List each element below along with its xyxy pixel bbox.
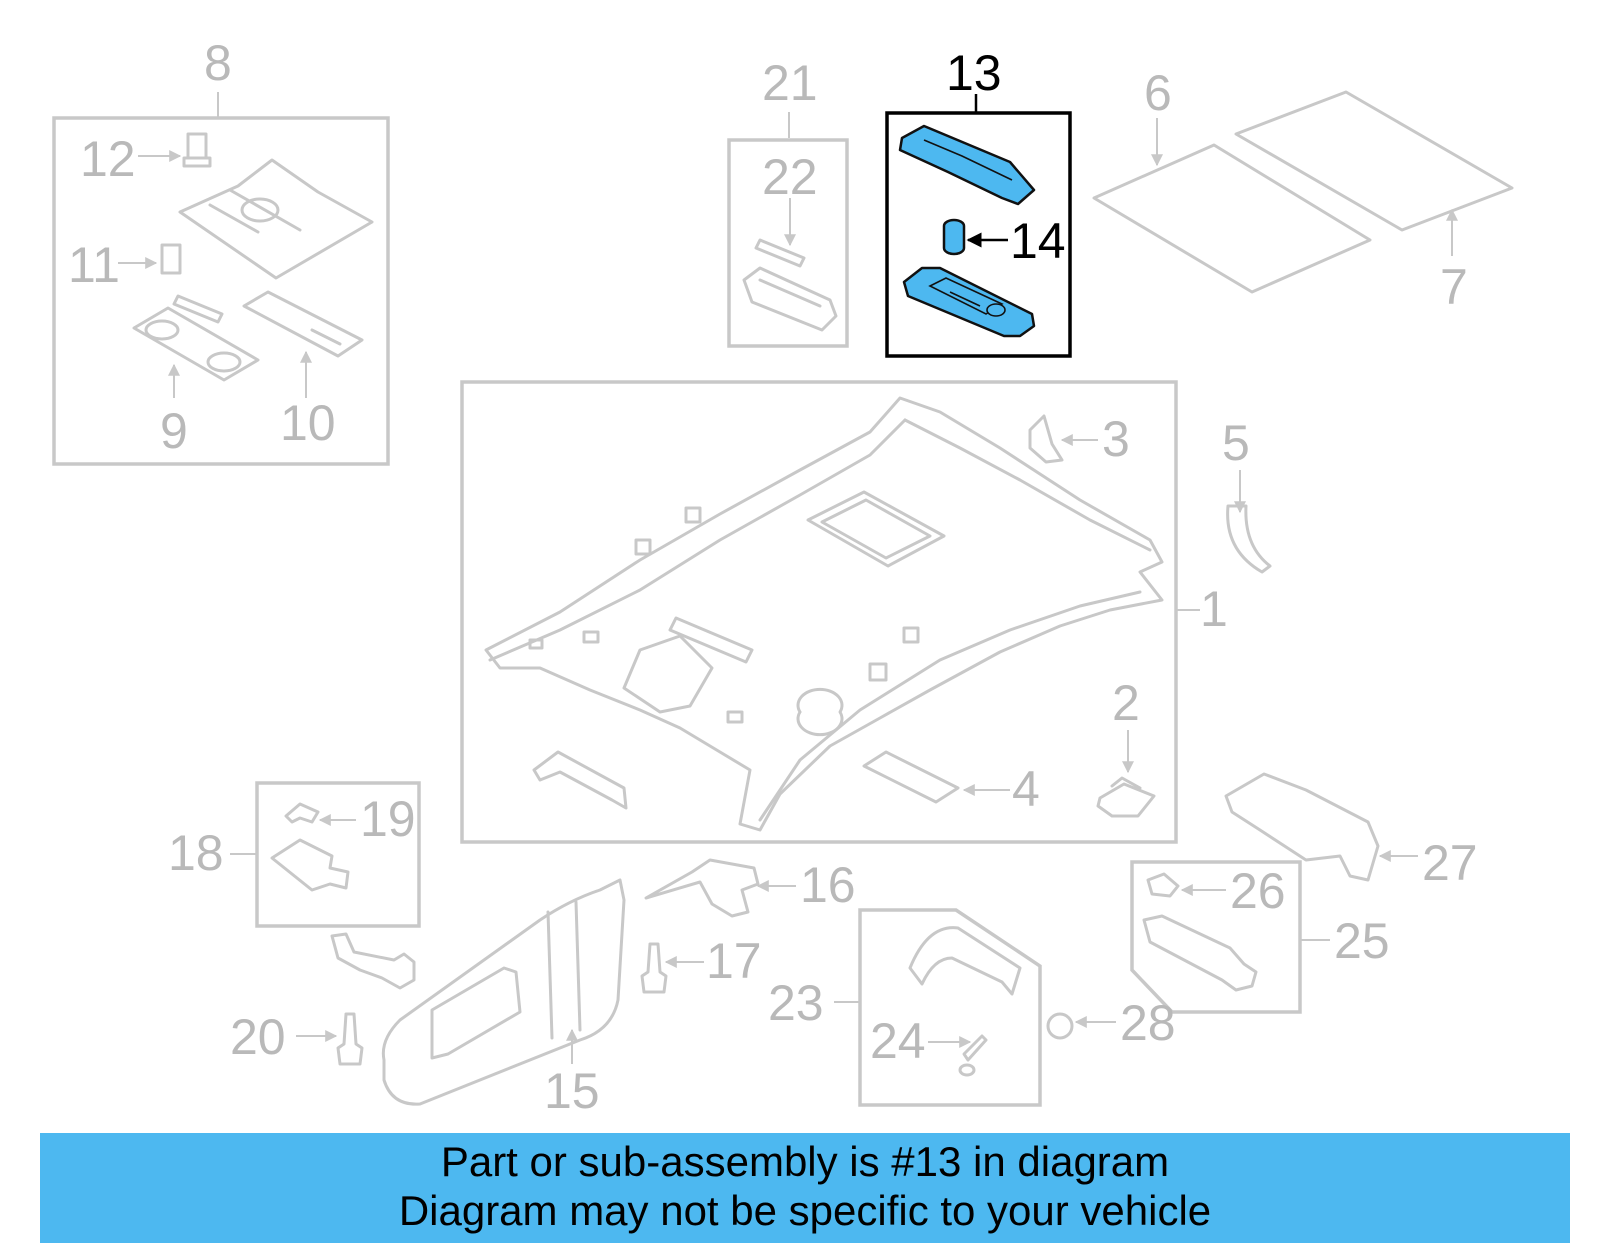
bulb-12 xyxy=(182,132,212,168)
roof-panels xyxy=(1092,90,1514,294)
headliner-box xyxy=(460,380,1178,844)
callout-11: 11 xyxy=(68,237,120,293)
callout-14: 14 xyxy=(1010,213,1066,269)
callout-22: 22 xyxy=(762,149,818,205)
sunroof-opening xyxy=(806,490,946,568)
callout-15: 15 xyxy=(544,1063,600,1119)
map-lamp-housing xyxy=(178,158,374,280)
group-23 xyxy=(834,908,1042,1107)
group-13-box xyxy=(885,111,1072,358)
panel-7 xyxy=(1234,90,1514,232)
callout-20: 20 xyxy=(230,1009,286,1065)
hook-16 xyxy=(644,858,760,918)
pad-4 xyxy=(862,750,960,804)
bracket-25 xyxy=(1142,914,1258,992)
callout-8: 8 xyxy=(204,35,232,91)
callout-19: 19 xyxy=(360,791,416,847)
callout-3: 3 xyxy=(1102,411,1130,467)
callout-13: 13 xyxy=(946,45,1002,101)
festoon-bulb xyxy=(172,294,224,324)
bolt-20 xyxy=(336,1012,364,1066)
banner-part-line: Part or sub-assembly is #13 in diagram xyxy=(440,1138,1170,1185)
group-21-box xyxy=(727,138,849,348)
callout-17: 17 xyxy=(706,933,762,989)
panel-6 xyxy=(1092,143,1372,294)
callout-18: 18 xyxy=(168,825,224,881)
lamp-assembly-13 xyxy=(902,266,1036,338)
part-5 xyxy=(1226,470,1272,574)
sun-visor-15 xyxy=(381,878,626,1106)
grab-handle-24 xyxy=(908,926,1022,996)
headliner-group xyxy=(460,380,1200,844)
group-8 xyxy=(52,92,390,466)
callout-28: 28 xyxy=(1120,995,1176,1051)
clip-14 xyxy=(942,218,966,256)
callout-23: 23 xyxy=(768,975,824,1031)
trim-27 xyxy=(1224,772,1380,882)
callout-16: 16 xyxy=(800,857,856,913)
trim-5 xyxy=(1226,504,1272,574)
callout-1: 1 xyxy=(1200,581,1228,637)
bulb-22 xyxy=(754,238,806,268)
callout-6: 6 xyxy=(1144,65,1172,121)
callout-24: 24 xyxy=(870,1013,926,1069)
clip-3 xyxy=(1028,414,1064,464)
info-banner: Part or sub-assembly is #13 in diagram D… xyxy=(40,1133,1570,1243)
callout-25: 25 xyxy=(1334,913,1390,969)
lens-10 xyxy=(242,290,364,358)
bolt-17 xyxy=(640,942,668,994)
callout-2: 2 xyxy=(1112,675,1140,731)
callout-5: 5 xyxy=(1222,415,1250,471)
headliner xyxy=(484,396,1164,832)
lamp-21 xyxy=(742,266,838,332)
group-8-box xyxy=(52,116,390,466)
clip-2 xyxy=(1096,776,1156,818)
grab-handle-outline xyxy=(532,750,628,810)
callout-4: 4 xyxy=(1012,761,1040,817)
clip-26 xyxy=(1146,872,1180,898)
holder-18 xyxy=(270,838,350,892)
group-23-box xyxy=(858,908,1042,1107)
callout-labels: 1 2 3 4 5 6 7 8 9 10 11 12 13 14 15 16 1… xyxy=(68,35,1478,1119)
bracket-13 xyxy=(898,124,1036,206)
callout-9: 9 xyxy=(160,403,188,459)
group-13 xyxy=(885,94,1072,358)
group-21 xyxy=(727,112,849,348)
sun-visor-group xyxy=(296,858,796,1106)
callout-26: 26 xyxy=(1230,863,1286,919)
group-18 xyxy=(230,781,421,928)
banner-disclaimer-line: Diagram may not be specific to your vehi… xyxy=(398,1187,1212,1234)
bulb-11 xyxy=(160,243,182,275)
group-25-box xyxy=(1130,860,1302,1014)
group-25 xyxy=(1046,772,1418,1040)
callout-21: 21 xyxy=(762,55,818,111)
lens-9 xyxy=(132,306,260,382)
callout-12: 12 xyxy=(80,131,136,187)
screw-28 xyxy=(1046,1012,1074,1040)
callout-10: 10 xyxy=(280,395,336,451)
visor-bracket xyxy=(330,932,416,990)
callout-7: 7 xyxy=(1440,259,1468,315)
callout-27: 27 xyxy=(1422,835,1478,891)
clip-19 xyxy=(284,802,320,824)
